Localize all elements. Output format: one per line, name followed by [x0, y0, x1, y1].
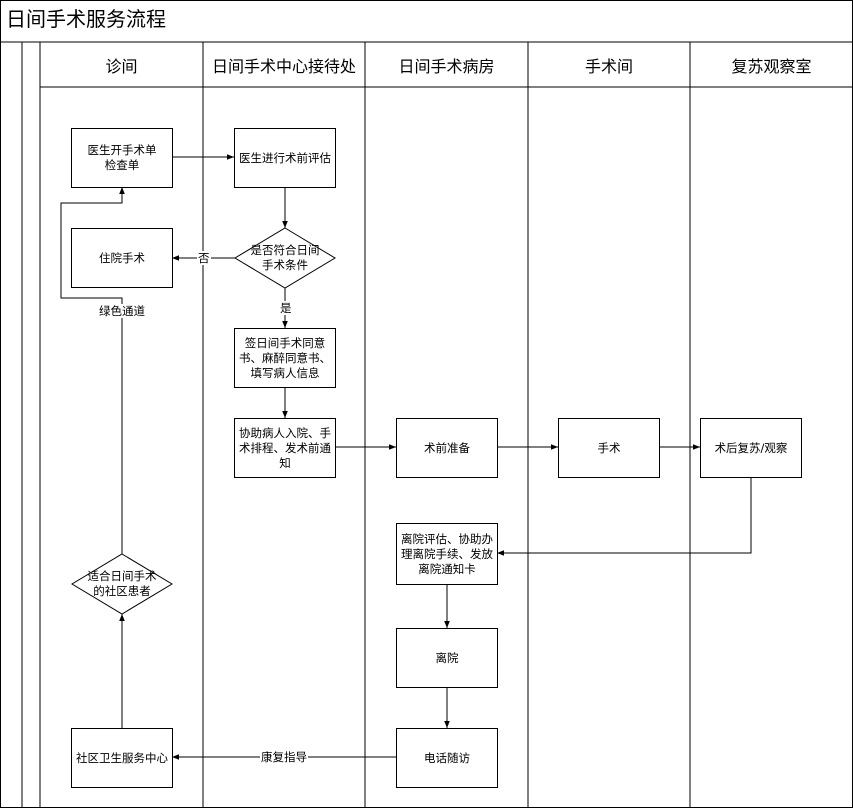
lane-header-ward: 日间手术病房 [398, 57, 495, 76]
page-title: 日间手术服务流程 [6, 7, 166, 31]
node-doctor-order: 医生开手术单 检查单 [87, 143, 157, 172]
edge-label-rehab-guidance: 康复指导 [260, 750, 308, 764]
node-recovery: 术后复苏/观察 [714, 440, 788, 455]
node-pre-eval: 医生进行术前评估 [239, 150, 331, 165]
node-inpatient-surgery: 住院手术 [99, 250, 145, 265]
lane-header-operating-room: 手术间 [584, 57, 633, 76]
edge-label-no: 否 [197, 251, 211, 265]
edge-label-green-channel: 绿色通道 [98, 304, 146, 318]
decision-day-surgery: 是否符合日间 手术条件 [250, 243, 320, 272]
lane-header-clinic: 诊间 [105, 57, 138, 76]
node-discharge: 离院 [435, 650, 459, 665]
node-assist-admission: 协助病人入院、手 术排程、发术前通 知 [239, 425, 331, 470]
node-discharge-eval: 离院评估、协助办 理离院手续、发放 离院通知卡 [401, 531, 493, 576]
node-phone-followup: 电话随访 [424, 750, 470, 765]
lane-header-recovery-room: 复苏观察室 [731, 57, 812, 76]
decision-community-patient: 适合日间手术 的社区患者 [87, 569, 157, 598]
edge-label-yes: 是 [279, 301, 293, 315]
node-sign-consent: 签日间手术同意 书、麻醉同意书、 填写病人信息 [239, 335, 331, 380]
node-community-center: 社区卫生服务中心 [76, 750, 168, 765]
node-pre-op-prep: 术前准备 [424, 440, 470, 455]
lane-header-reception: 日间手术中心接待处 [211, 57, 356, 76]
node-surgery: 手术 [597, 440, 621, 455]
